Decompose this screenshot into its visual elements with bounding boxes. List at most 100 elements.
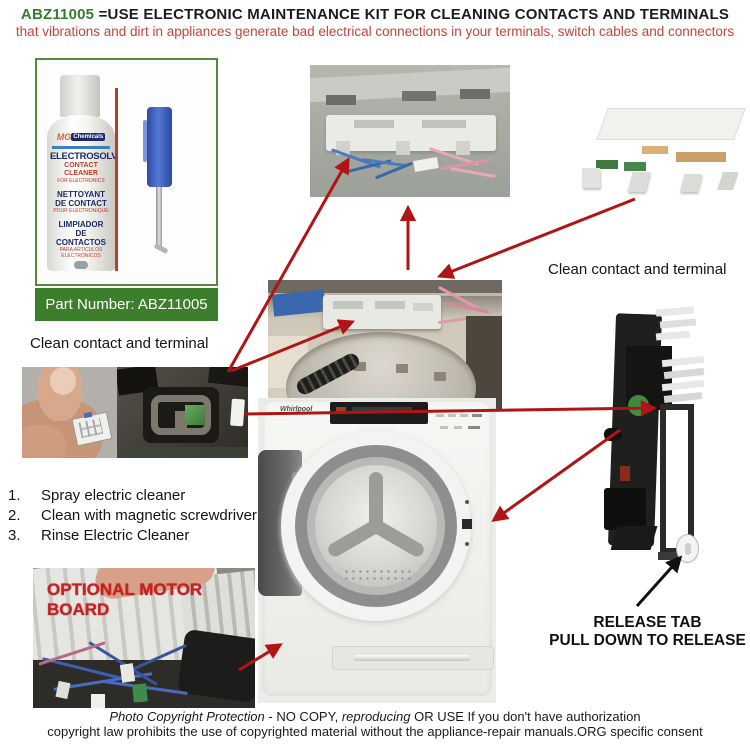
- module-leg: [679, 174, 703, 192]
- copyright-seg2: - NO COPY,: [264, 709, 342, 724]
- terminal-divider: [175, 411, 187, 435]
- caption-right: Clean contact and terminal: [548, 261, 727, 278]
- hand-thumb: [22, 425, 66, 458]
- display-segments: [352, 407, 412, 412]
- drum-perforations: [343, 568, 411, 583]
- can-fr-1: NETTOYANT: [56, 190, 105, 199]
- dome-clip: [354, 362, 366, 371]
- screwdriver-handle: [147, 107, 172, 187]
- board-slot: [375, 301, 405, 309]
- panel-button: [440, 426, 448, 429]
- part-number-bar: Part Number: ABZ11005: [35, 288, 218, 321]
- release-note: RELEASE TAB PULL DOWN TO RELEASE: [540, 614, 750, 650]
- screwdriver-clip: [143, 120, 147, 162]
- connector-wire-stub: [83, 411, 93, 419]
- can-brand-chemicals: Chemicals: [71, 133, 106, 141]
- module-leg: [582, 168, 600, 188]
- white-tab: [230, 398, 245, 427]
- connector-grid: [78, 418, 104, 439]
- step-text: Rinse Electric Cleaner: [41, 527, 190, 544]
- white-connector: [119, 663, 136, 683]
- panel-button: [460, 414, 468, 417]
- step-text: Spray electric cleaner: [41, 487, 186, 504]
- white-label: [413, 156, 439, 173]
- panel-button: [436, 414, 444, 417]
- dome-clip: [396, 364, 408, 373]
- can-fr-2: DE CONTACT: [55, 199, 107, 208]
- panel-button: [472, 414, 482, 417]
- board-tab: [456, 141, 470, 155]
- can-stripe: [52, 146, 110, 149]
- board-tab: [396, 141, 410, 155]
- green-connector: [132, 683, 148, 703]
- release-tab: [676, 534, 699, 563]
- page-subtitle: that vibrations and dirt in appliances g…: [15, 24, 735, 39]
- board-slot: [413, 303, 433, 311]
- copyright-seg1: Photo Copyright Protection: [109, 709, 265, 724]
- green-terminal: [596, 160, 618, 169]
- panel-button: [448, 414, 456, 417]
- contact-pin: [659, 318, 697, 329]
- pink-wire: [450, 167, 496, 178]
- chassis-slot: [460, 89, 490, 99]
- can-es-2: DE CONTACTOS: [56, 229, 106, 247]
- copyright-line2: copyright law prohibits the use of copyr…: [47, 724, 703, 739]
- certification-logo: [74, 261, 88, 269]
- contact-pin: [655, 330, 691, 341]
- module-leg: [627, 172, 651, 192]
- copyright-footer: Photo Copyright Protection - NO COPY, re…: [0, 709, 750, 739]
- module-leg: [717, 172, 739, 190]
- step-item: 2. Clean with magnetic screwdriver: [5, 506, 260, 526]
- copyright-seg4: OR USE If you don't have authorization: [410, 709, 641, 724]
- board-connector-row: [422, 120, 466, 128]
- chassis-slot: [326, 95, 356, 105]
- can-subname: CONTACT CLEANER: [64, 162, 98, 177]
- instruction-steps: 1.Spray electric cleaner 2.Clean with ma…: [5, 486, 260, 546]
- part-code: ABZ11005: [20, 6, 95, 23]
- step-number: 2.: [8, 507, 21, 524]
- caption-left: Clean contact and terminal: [30, 335, 209, 352]
- small-terminal-connector: [71, 411, 113, 447]
- contact-pin: [655, 306, 695, 317]
- photo-control-board-top: [310, 65, 510, 197]
- can-brand-mg: MG: [56, 132, 72, 142]
- step-number: 3.: [8, 527, 21, 544]
- board-slot: [333, 301, 363, 309]
- green-highlight-dot: [628, 395, 649, 416]
- display-indicator: [336, 407, 346, 412]
- latch-foot: [610, 526, 658, 550]
- can-es-1: LIMPIADOR: [58, 220, 104, 229]
- photo-door-latch-assembly: [598, 302, 718, 602]
- step-item: 3. Rinse Electric Cleaner: [5, 526, 260, 546]
- photo-washer-open-top: [268, 280, 502, 410]
- tan-label: [642, 146, 668, 154]
- drum-paddle: [369, 472, 383, 528]
- release-line2: PULL DOWN TO RELEASE: [549, 632, 746, 649]
- latch-dot: [465, 542, 469, 546]
- photo-motor-board: OPTIONAL MOTOR BOARD: [33, 568, 255, 708]
- control-board: [323, 295, 441, 329]
- photo-control-module: [578, 102, 750, 200]
- step-text: Clean with magnetic screwdriver: [41, 507, 257, 524]
- title-text: =USE ELECTRONIC MAINTENANCE KIT FOR CLEA…: [98, 6, 730, 23]
- dome-clip: [434, 372, 446, 381]
- copyright-seg3: reproducing: [341, 709, 411, 724]
- panel-button: [468, 426, 480, 429]
- can-es-3: PARA ARTICULOS ELECTRONICOS: [59, 247, 103, 259]
- white-connector: [91, 694, 105, 708]
- blue-component: [271, 289, 327, 317]
- washer-display: [330, 402, 428, 424]
- latch-side-knob: [604, 428, 622, 441]
- page-title: ABZ11005 =USE ELECTRONIC MAINTENANCE KIT…: [0, 6, 750, 23]
- latch-dot: [465, 500, 469, 504]
- photo-terminal-closeup: [117, 367, 248, 458]
- housing-base: [117, 447, 248, 458]
- green-terminal: [624, 162, 646, 171]
- washer-brand-logo: Whirlpool: [280, 406, 313, 413]
- can-name: ELECTROSOLVE: [50, 151, 115, 162]
- cabinet-edge-highlight: [268, 293, 502, 296]
- photo-hand-connector: [22, 367, 117, 458]
